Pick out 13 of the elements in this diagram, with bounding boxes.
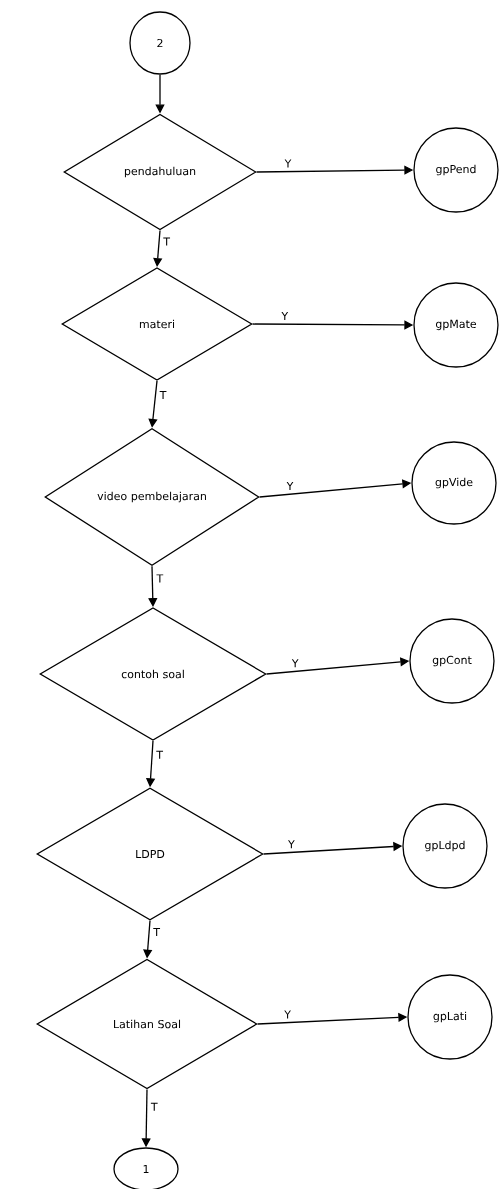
edge-label: T — [152, 927, 161, 938]
edge-label: T — [155, 573, 165, 584]
edge-label: T — [149, 1101, 159, 1112]
edge-label: Y — [285, 481, 295, 491]
edge-label: Y — [283, 158, 293, 169]
edge-label: T — [155, 749, 164, 760]
arrow — [148, 380, 158, 428]
edge-label: Y — [287, 839, 296, 850]
edge-label: T — [158, 390, 168, 400]
edge-label: Y — [283, 1009, 292, 1020]
edge-label: Y — [280, 311, 290, 321]
edge-label: Y — [290, 658, 300, 669]
edge-label: T — [162, 236, 171, 247]
